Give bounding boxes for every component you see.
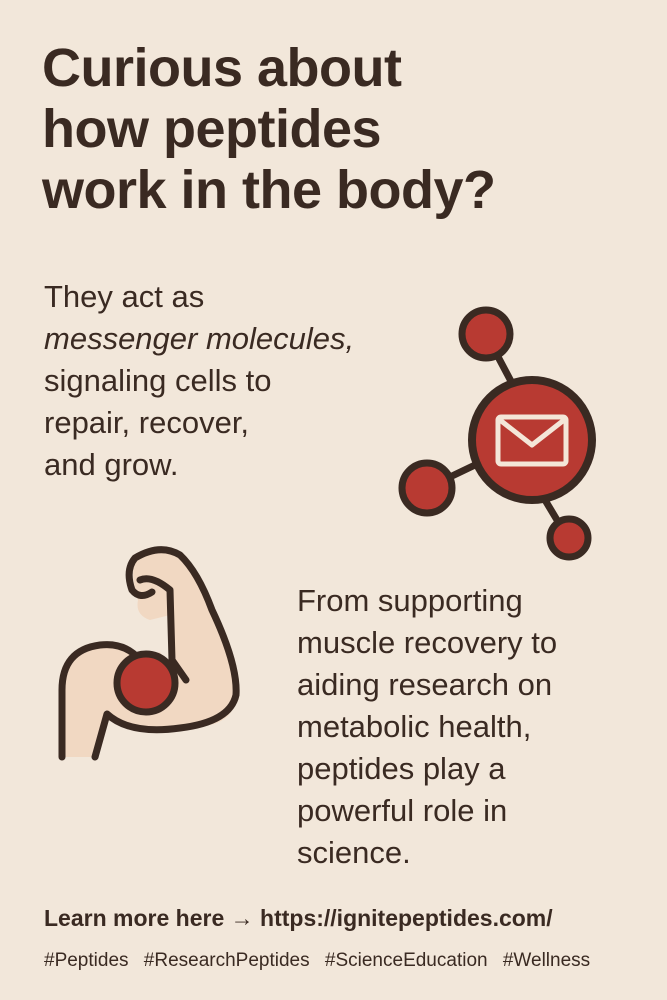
headline-line: how peptides [42,99,382,159]
intro-line-emphasis: messenger molecules, [44,321,355,356]
website-link[interactable]: https://ignitepeptides.com/ [260,905,553,931]
body-line: metabolic health, [297,709,532,744]
intro-line: and grow. [44,447,179,482]
intro-line: repair, recover, [44,405,250,440]
headline-line: work in the body? [42,160,496,220]
hashtags: #Peptides #ResearchPeptides #ScienceEduc… [44,950,598,972]
intro-line: They act as [44,279,205,314]
flexed-bicep-icon [58,546,240,761]
body-line: powerful role in [297,793,508,828]
hashtag: #ScienceEducation [324,950,488,971]
body-line: peptides play a [297,751,506,786]
body-text: From supporting muscle recovery to aidin… [297,580,557,874]
body-line: From supporting [297,583,523,618]
body-line: muscle recovery to [297,625,558,660]
intro-text: They act as messenger molecules, signali… [44,276,354,486]
intro-line: signaling cells to [44,363,272,398]
hashtag: #Peptides [44,950,129,971]
arrow-right-icon: → [230,905,254,931]
call-to-action: Learn more here → https://ignitepeptides… [44,905,553,932]
hashtag: #ResearchPeptides [143,950,310,971]
body-line: science. [297,835,411,870]
molecule-envelope-icon [398,306,596,561]
hashtag: #Wellness [502,950,591,971]
cta-label: Learn more here [44,905,225,931]
headline: Curious about how peptides work in the b… [42,38,496,221]
headline-line: Curious about [42,38,402,98]
body-line: aiding research on [297,667,553,702]
